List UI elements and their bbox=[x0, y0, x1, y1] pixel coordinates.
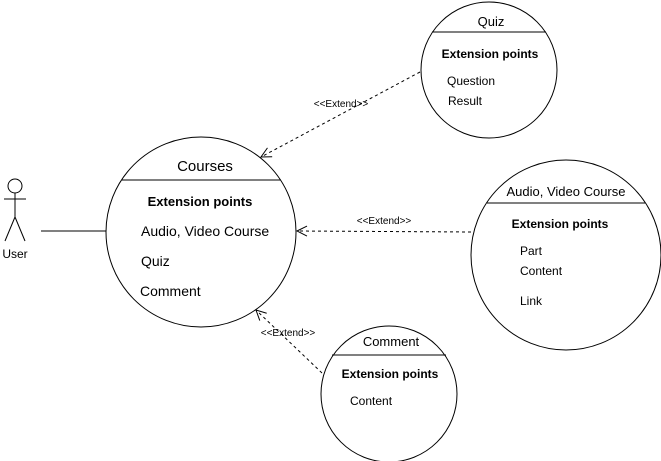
extend-arrow bbox=[256, 310, 323, 374]
comment-title: Comment bbox=[363, 334, 420, 349]
quiz-ext-item: Question bbox=[447, 74, 495, 88]
actor-left-leg bbox=[4, 216, 16, 242]
actor-label: User bbox=[2, 247, 27, 261]
actor-head bbox=[7, 178, 23, 194]
extend-audio-video-to-courses[interactable]: <<Extend>> bbox=[297, 216, 472, 232]
quiz-circle bbox=[420, 1, 558, 139]
extend-quiz-to-courses[interactable]: <<Extend>> bbox=[261, 71, 421, 157]
comment-circle bbox=[320, 325, 458, 461]
audio-video-ext-item: Link bbox=[520, 294, 543, 308]
use-case-courses[interactable]: Courses Extension points Audio, Video Co… bbox=[105, 136, 297, 328]
extend-arrow bbox=[261, 71, 421, 157]
courses-ext-item: Audio, Video Course bbox=[141, 223, 269, 239]
courses-ext-item: Quiz bbox=[141, 253, 170, 269]
actor-right-leg bbox=[14, 216, 26, 242]
user-actor[interactable]: User bbox=[2, 178, 28, 261]
extend-arrow bbox=[297, 231, 472, 232]
courses-ext-item: Comment bbox=[140, 283, 201, 299]
audio-video-circle bbox=[470, 159, 661, 351]
extend-label: <<Extend>> bbox=[261, 328, 316, 339]
audio-video-title: Audio, Video Course bbox=[506, 184, 625, 199]
use-case-quiz[interactable]: Quiz Extension points Question Result bbox=[420, 1, 558, 139]
comment-ext-heading: Extension points bbox=[342, 367, 439, 381]
audio-video-ext-heading: Extension points bbox=[512, 217, 609, 231]
extend-comment-to-courses[interactable]: <<Extend>> bbox=[256, 310, 323, 374]
audio-video-ext-item: Content bbox=[520, 264, 563, 278]
courses-title: Courses bbox=[177, 158, 233, 175]
quiz-ext-item: Result bbox=[448, 94, 483, 108]
extend-label: <<Extend>> bbox=[314, 99, 369, 110]
courses-ext-heading: Extension points bbox=[148, 194, 253, 209]
use-case-audio-video-course[interactable]: Audio, Video Course Extension points Par… bbox=[470, 159, 661, 351]
comment-ext-item: Content bbox=[350, 394, 393, 408]
extend-label: <<Extend>> bbox=[357, 216, 412, 227]
use-case-comment[interactable]: Comment Extension points Content bbox=[320, 325, 458, 461]
quiz-title: Quiz bbox=[478, 14, 505, 29]
quiz-ext-heading: Extension points bbox=[442, 47, 539, 61]
audio-video-ext-item: Part bbox=[520, 244, 543, 258]
